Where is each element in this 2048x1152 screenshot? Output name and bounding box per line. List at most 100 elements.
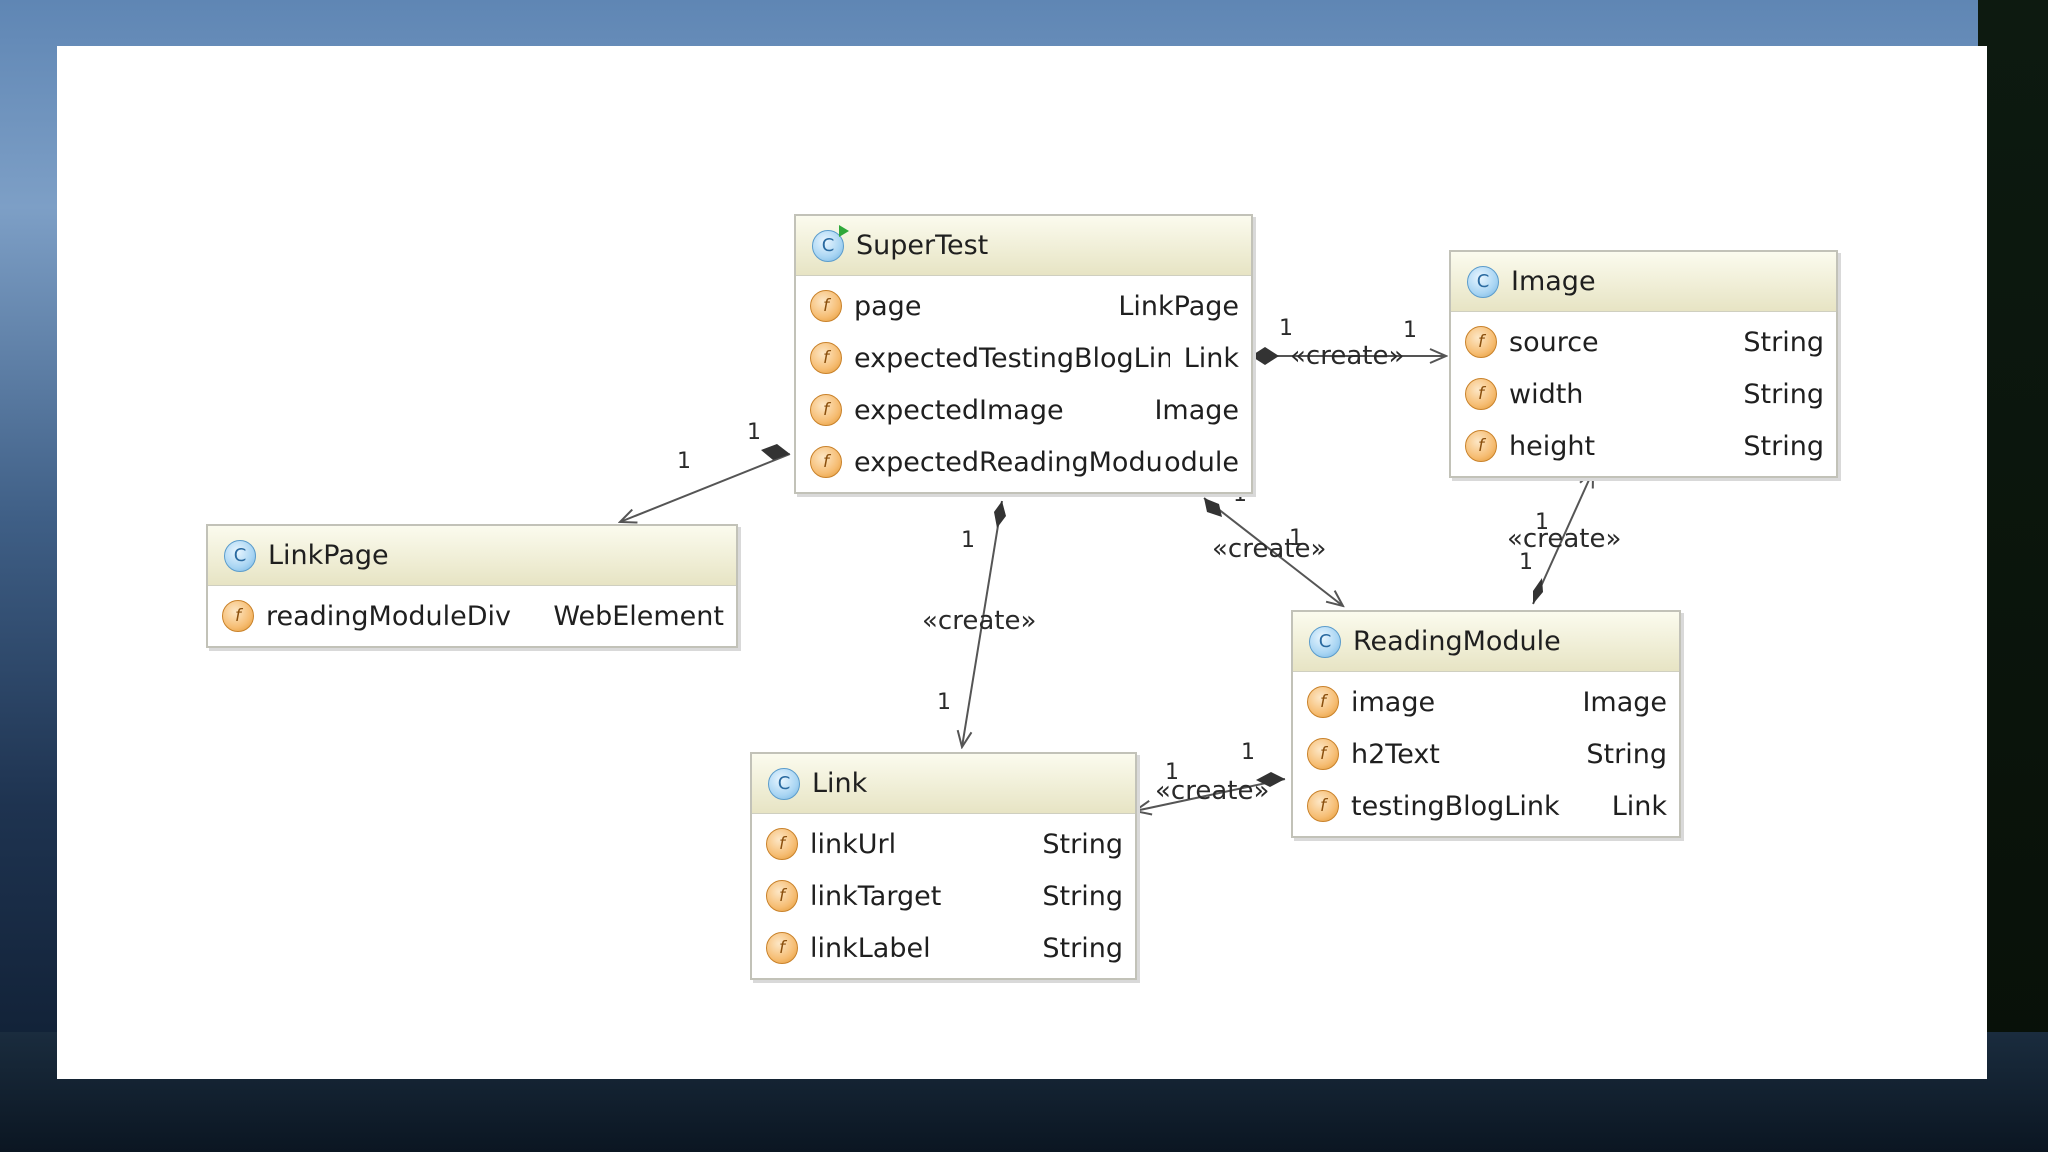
mult-supertest-readingmodule-target: 1 xyxy=(1289,526,1303,551)
field-type: String xyxy=(1042,880,1123,912)
class-name: ReadingModule xyxy=(1353,626,1561,657)
field-icon: f xyxy=(810,394,842,426)
field-name: source xyxy=(1509,326,1599,358)
field-type: String xyxy=(1042,828,1123,860)
assoc-readingmodule-image[interactable] xyxy=(1532,471,1593,605)
field-row[interactable]: f width String xyxy=(1451,368,1836,420)
field-type: String xyxy=(1743,378,1824,410)
field-row[interactable]: f expectedReadingModule odule xyxy=(796,436,1251,488)
field-name: expectedTestingBlogLink xyxy=(854,342,1170,374)
field-type: Link xyxy=(1183,342,1239,374)
class-name: Link xyxy=(812,768,868,799)
label-create-readingmodule-image: «create» xyxy=(1507,524,1622,554)
assoc-supertest-link[interactable] xyxy=(962,500,1006,747)
field-row[interactable]: f readingModuleDiv WebElement xyxy=(208,590,736,642)
assoc-readingmodule-link[interactable] xyxy=(1135,772,1286,811)
label-create-supertest-readingmodule: «create» xyxy=(1212,534,1327,564)
field-type: LinkPage xyxy=(1118,290,1239,322)
mult-readingmodule-link-source: 1 xyxy=(1241,740,1255,765)
class-header[interactable]: C LinkPage xyxy=(208,526,736,586)
class-header[interactable]: C ReadingModule xyxy=(1293,612,1679,672)
field-icon: f xyxy=(1465,326,1497,358)
field-name: linkLabel xyxy=(810,932,931,964)
class-name: SuperTest xyxy=(856,230,989,261)
field-icon: f xyxy=(766,828,798,860)
class-icon: C xyxy=(768,767,800,800)
class-link[interactable]: C Link f linkUrl String f linkTarget Str… xyxy=(750,752,1137,980)
field-row[interactable]: f page LinkPage xyxy=(796,280,1251,332)
field-icon: f xyxy=(1307,686,1339,718)
field-row[interactable]: f testingBlogLink Link xyxy=(1293,780,1679,832)
diagram-canvas: «create» 1 1 1 1 1 «create» 1 1 «create»… xyxy=(57,46,1987,1079)
field-icon: f xyxy=(1307,790,1339,822)
background-tree xyxy=(1978,0,2048,1152)
field-row[interactable]: f source String xyxy=(1451,316,1836,368)
class-name: Image xyxy=(1511,266,1596,297)
field-name: readingModuleDiv xyxy=(266,600,512,632)
field-type: String xyxy=(1042,932,1123,964)
class-readingmodule[interactable]: C ReadingModule f image Image f h2Text S… xyxy=(1291,610,1681,838)
field-type: String xyxy=(1586,738,1667,770)
field-name: linkUrl xyxy=(810,828,897,860)
field-icon: f xyxy=(1465,430,1497,462)
field-icon: f xyxy=(222,600,254,632)
field-icon: f xyxy=(810,446,842,478)
class-icon: C xyxy=(1467,265,1499,298)
field-name: height xyxy=(1509,430,1596,462)
field-type: String xyxy=(1743,326,1824,358)
class-image[interactable]: C Image f source String f width String f… xyxy=(1449,250,1838,478)
field-name: testingBlogLink xyxy=(1351,790,1560,822)
label-create-supertest-link: «create» xyxy=(922,606,1037,636)
class-header[interactable]: C SuperTest xyxy=(796,216,1251,276)
assoc-supertest-image[interactable] xyxy=(1251,347,1446,365)
field-name: page xyxy=(854,290,922,322)
field-type: odule xyxy=(1164,446,1239,478)
field-type: String xyxy=(1743,430,1824,462)
class-name: LinkPage xyxy=(268,540,389,571)
field-icon: f xyxy=(810,342,842,374)
mult-readingmodule-image-source: 1 xyxy=(1519,550,1533,575)
mult-supertest-image-source: 1 xyxy=(1279,316,1293,341)
field-row[interactable]: f linkTarget String xyxy=(752,870,1135,922)
field-name: h2Text xyxy=(1351,738,1440,770)
field-name: image xyxy=(1351,686,1436,718)
class-header[interactable]: C Link xyxy=(752,754,1135,814)
field-type: Image xyxy=(1582,686,1667,718)
field-name: expectedReadingModule xyxy=(854,446,1165,478)
class-header[interactable]: C Image xyxy=(1451,252,1836,312)
label-create-supertest-image: «create» xyxy=(1290,341,1405,371)
mult-readingmodule-image-target: 1 xyxy=(1535,510,1549,535)
class-icon: C xyxy=(1309,625,1341,658)
field-row[interactable]: f linkLabel String xyxy=(752,922,1135,974)
mult-readingmodule-link-target: 1 xyxy=(1165,760,1179,785)
class-linkpage[interactable]: C LinkPage f readingModuleDiv WebElement xyxy=(206,524,738,648)
field-row[interactable]: f h2Text String xyxy=(1293,728,1679,780)
field-row[interactable]: f expectedTestingBlogLink Link xyxy=(796,332,1251,384)
mult-supertest-linkpage-source: 1 xyxy=(747,420,761,445)
label-create-readingmodule-link: «create» xyxy=(1155,776,1270,806)
mult-supertest-link-target: 1 xyxy=(937,690,951,715)
field-row[interactable]: f expectedImage Image xyxy=(796,384,1251,436)
field-type: Link xyxy=(1611,790,1667,822)
field-type: WebElement xyxy=(553,600,724,632)
mult-supertest-linkpage-target: 1 xyxy=(677,449,691,474)
assoc-supertest-readingmodule[interactable] xyxy=(1203,497,1343,606)
mult-supertest-image-target: 1 xyxy=(1403,318,1417,343)
field-icon: f xyxy=(810,290,842,322)
class-supertest[interactable]: C SuperTest f page LinkPage f expectedTe… xyxy=(794,214,1253,494)
field-icon: f xyxy=(766,932,798,964)
field-name: expectedImage xyxy=(854,394,1064,426)
field-type: Image xyxy=(1154,394,1239,426)
mult-supertest-link-source: 1 xyxy=(961,528,975,553)
field-icon: f xyxy=(766,880,798,912)
class-icon: C xyxy=(812,224,849,262)
assoc-supertest-linkpage[interactable] xyxy=(620,444,791,522)
field-row[interactable]: f height String xyxy=(1451,420,1836,472)
field-name: linkTarget xyxy=(810,880,942,912)
field-row[interactable]: f linkUrl String xyxy=(752,818,1135,870)
field-icon: f xyxy=(1465,378,1497,410)
field-row[interactable]: f image Image xyxy=(1293,676,1679,728)
connectors xyxy=(57,347,1987,1079)
field-name: width xyxy=(1509,378,1584,410)
class-icon: C xyxy=(224,539,256,572)
